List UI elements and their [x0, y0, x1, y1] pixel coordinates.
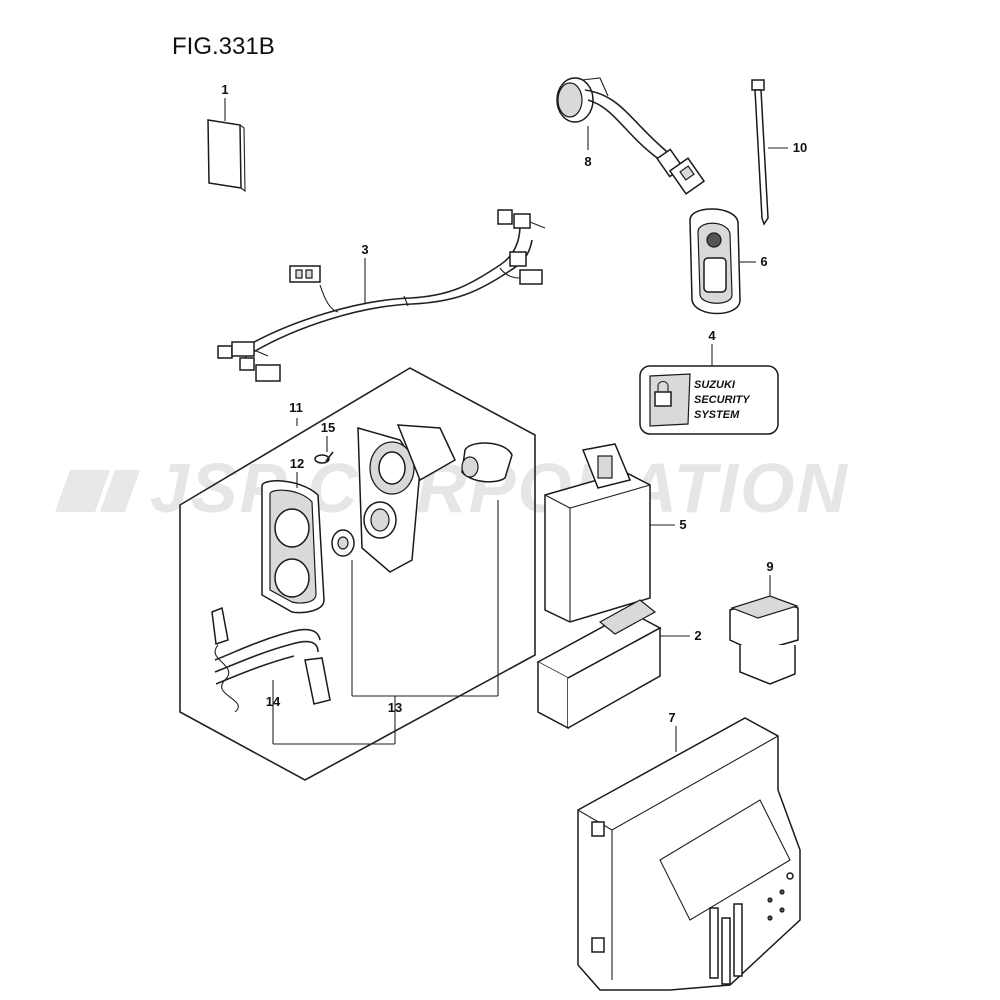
- part-9-relay[interactable]: 9: [729, 559, 799, 685]
- part-5-control-unit[interactable]: 5: [544, 443, 687, 623]
- callout-3: 3: [361, 242, 368, 257]
- switch-bracket-assembly[interactable]: [331, 424, 513, 573]
- part-6-key-fob[interactable]: 6: [689, 208, 768, 315]
- part-15-screw[interactable]: 15: [314, 420, 335, 464]
- callout-7: 7: [668, 710, 675, 725]
- callout-12: 12: [290, 456, 304, 471]
- part-12-panel-plate[interactable]: 12: [261, 456, 325, 614]
- part-8-sub-harness[interactable]: 8: [556, 77, 706, 195]
- part-4-security-decal[interactable]: 4 SUZUKI SECURITY SYSTEM: [639, 328, 779, 435]
- part-10-cable-tie[interactable]: 10: [751, 79, 807, 226]
- callout-10: 10: [793, 140, 807, 155]
- part-1-card[interactable]: 1: [207, 82, 246, 193]
- callout-14: 14: [266, 694, 281, 709]
- callout-13-leaders: 13: [273, 500, 499, 745]
- callout-8: 8: [584, 154, 591, 169]
- callout-9: 9: [766, 559, 773, 574]
- lock-icon: [654, 391, 672, 407]
- callout-15: 15: [321, 420, 335, 435]
- callout-5: 5: [679, 517, 686, 532]
- part-3-wire-harness[interactable]: 3: [217, 209, 546, 382]
- kit-outline-11: 11: [179, 367, 536, 781]
- callout-4: 4: [708, 328, 716, 343]
- callout-1: 1: [221, 82, 228, 97]
- callout-13: 13: [388, 700, 402, 715]
- part-14-lanyard[interactable]: 14: [211, 606, 331, 744]
- figure-title: FIG.331B: [172, 33, 275, 60]
- callout-11: 11: [289, 400, 303, 415]
- callout-6: 6: [760, 254, 767, 269]
- decal-line-2: SECURITY: [694, 394, 751, 406]
- part-7-bracket[interactable]: 7: [577, 710, 801, 991]
- decal-line-3: SYSTEM: [694, 409, 740, 421]
- callout-2: 2: [694, 628, 701, 643]
- part-2-holder[interactable]: 2: [536, 599, 702, 730]
- decal-line-1: SUZUKI: [694, 379, 736, 391]
